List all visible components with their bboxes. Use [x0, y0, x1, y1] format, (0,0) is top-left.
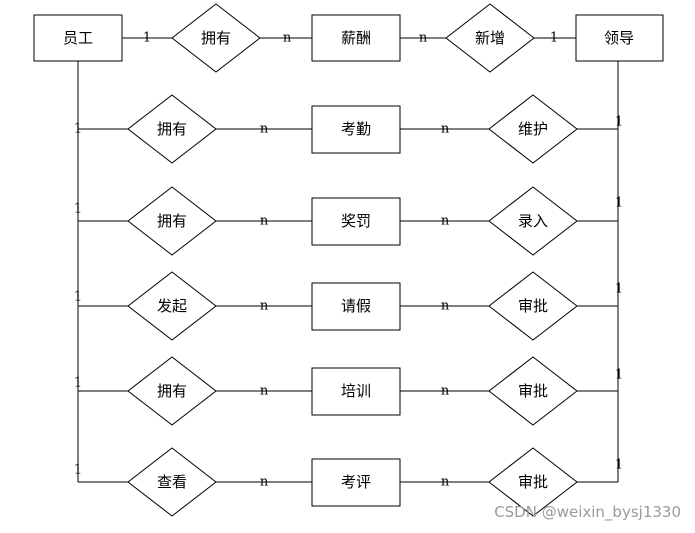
relationship-add-salary-label: 新增 [475, 29, 505, 47]
cardinality-label: n [260, 299, 269, 314]
connectors [77, 37, 619, 483]
cardinality-label: 1 [615, 282, 623, 297]
relationship-own-reward-label: 拥有 [157, 212, 187, 230]
relationship-approve-training-label: 审批 [518, 382, 548, 400]
cardinality-label: 1 [615, 368, 623, 383]
cardinality-label: n [441, 122, 450, 137]
entity-leader-label: 领导 [604, 29, 634, 47]
relationship-approve-evaluation: 审批 [488, 447, 578, 517]
relationship-own-training-label: 拥有 [157, 382, 187, 400]
entity-attendance-label: 考勤 [341, 120, 371, 138]
cardinality-label: n [419, 31, 428, 46]
entity-evaluation: 考评 [311, 458, 401, 507]
cardinality-label: n [441, 475, 450, 490]
entity-leave: 请假 [311, 282, 401, 331]
relationship-approve-leave-label: 审批 [518, 297, 548, 315]
cardinality-label: n [260, 214, 269, 229]
relationship-maintain-attendance-label: 维护 [518, 120, 548, 138]
cardinality-label: n [441, 384, 450, 399]
entity-employee-label: 员工 [63, 29, 93, 47]
entity-salary: 薪酬 [311, 14, 401, 62]
entity-evaluation-label: 考评 [341, 473, 371, 491]
relationship-enter-reward-label: 录入 [518, 212, 548, 230]
relationship-own-attendance: 拥有 [127, 94, 217, 164]
cardinality-label: n [441, 214, 450, 229]
relationship-add-salary: 新增 [445, 3, 535, 73]
relationship-own-attendance-label: 拥有 [157, 120, 187, 138]
watermark: CSDN @weixin_bysj1330 [494, 503, 681, 521]
entity-salary-label: 薪酬 [341, 29, 371, 47]
entity-leader: 领导 [575, 14, 664, 62]
relationship-initiate-leave-label: 发起 [157, 297, 187, 315]
cardinality-label: 1 [74, 202, 82, 217]
entity-employee: 员工 [33, 14, 123, 62]
relationship-own-training: 拥有 [127, 356, 217, 426]
cardinality-label: 1 [615, 196, 623, 211]
cardinality-label: 1 [74, 376, 82, 391]
cardinality-label: n [260, 122, 269, 137]
cardinality-label: 1 [143, 31, 151, 46]
cardinality-label: 1 [74, 122, 82, 137]
cardinality-label: 1 [74, 290, 82, 305]
entity-reward-label: 奖罚 [341, 212, 371, 230]
relationship-own-salary: 拥有 [171, 3, 261, 73]
relationship-initiate-leave: 发起 [127, 271, 217, 341]
relationship-approve-leave: 审批 [488, 271, 578, 341]
entity-training-label: 培训 [341, 382, 371, 400]
cardinality-label: 1 [550, 31, 558, 46]
cardinality-label: 1 [615, 115, 623, 130]
entity-attendance: 考勤 [311, 105, 401, 154]
relationship-view-evaluation-label: 查看 [157, 473, 187, 491]
relationship-maintain-attendance: 维护 [488, 94, 578, 164]
cardinality-label: n [260, 475, 269, 490]
entity-reward: 奖罚 [311, 197, 401, 246]
cardinality-label: n [260, 384, 269, 399]
relationship-own-salary-label: 拥有 [201, 29, 231, 47]
relationship-approve-evaluation-label: 审批 [518, 473, 548, 491]
relationship-view-evaluation: 查看 [127, 447, 217, 517]
relationship-own-reward: 拥有 [127, 186, 217, 256]
relationship-approve-training: 审批 [488, 356, 578, 426]
entity-training: 培训 [311, 367, 401, 416]
cardinality-label: 1 [74, 463, 82, 478]
relationship-enter-reward: 录入 [488, 186, 578, 256]
cardinality-label: n [441, 299, 450, 314]
cardinality-label: n [283, 31, 292, 46]
cardinality-labels: 1 n n 1 1 n n 1 1 n n 1 1 n n 1 1 n n 1 … [74, 31, 623, 490]
entity-leave-label: 请假 [341, 297, 371, 315]
cardinality-label: 1 [615, 458, 623, 473]
